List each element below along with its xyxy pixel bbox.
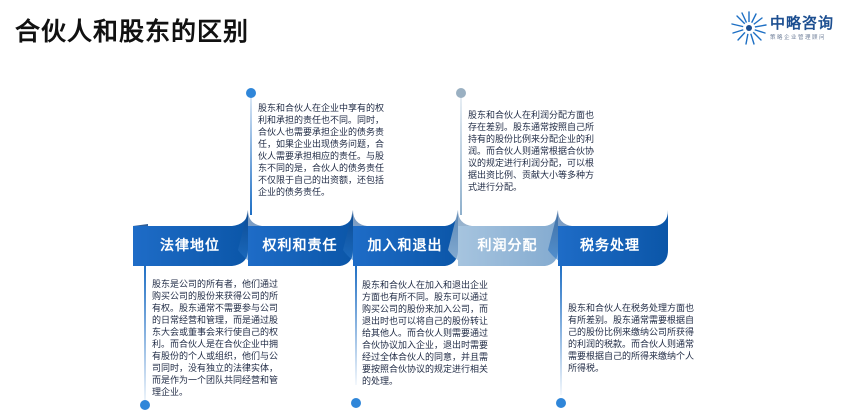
stage-text-4: 股东和合伙人在利润分配方面也存在差别。股东通常按照自己所持有的股份比例来分配企业… <box>468 111 595 193</box>
connector-dot-1 <box>140 400 150 410</box>
logo-burst-icon <box>731 11 767 45</box>
logo: 中略咨询 策略企业管理顾问 <box>730 10 840 46</box>
stage-label-2: 权利和责任 <box>262 238 338 254</box>
connector-dot-3 <box>351 398 361 408</box>
connector-dot-2 <box>246 88 256 98</box>
connector-dot-5 <box>556 398 566 408</box>
stage-label-3: 加入和退出 <box>367 238 443 254</box>
stage-band-1 <box>133 210 248 266</box>
stage-label-1: 法律地位 <box>160 238 220 254</box>
stage-text-2: 股东和合伙人在企业中享有的权利和承担的责任也不同。同时，合伙人也需要承担企业的债… <box>258 104 385 198</box>
stage-band-2 <box>248 210 353 266</box>
stage-band-5 <box>558 210 668 266</box>
logo-tagline: 策略企业管理顾问 <box>770 35 827 41</box>
stage-text-3: 股东和合伙人在加入和退出企业方面也有所不同。股东可以通过购买公司的股份来加入公司… <box>362 281 489 387</box>
connector-line-1 <box>144 265 146 405</box>
stage-text-1: 股东是公司的所有者，他们通过购买公司的股份来获得公司的所有权。股东通常不需要参与… <box>152 280 279 398</box>
logo-name: 中略咨询 <box>770 14 835 32</box>
stage-band-4 <box>458 210 558 266</box>
stage-label-4: 利润分配 <box>477 238 538 254</box>
stage-label-5: 税务处理 <box>580 238 640 254</box>
connector-line-2 <box>250 95 252 215</box>
stage-band-3 <box>353 210 458 266</box>
page-title: 合伙人和股东的区别 <box>15 17 250 46</box>
connector-line-4 <box>460 95 462 215</box>
connector-line-5 <box>560 265 562 395</box>
stage-text-5: 股东和合伙人在税务处理方面也有所差别。股东通常需要根据自己的股份比例来缴纳公司所… <box>568 304 695 374</box>
connector-line-3 <box>355 265 357 385</box>
connector-dot-4 <box>456 88 466 98</box>
